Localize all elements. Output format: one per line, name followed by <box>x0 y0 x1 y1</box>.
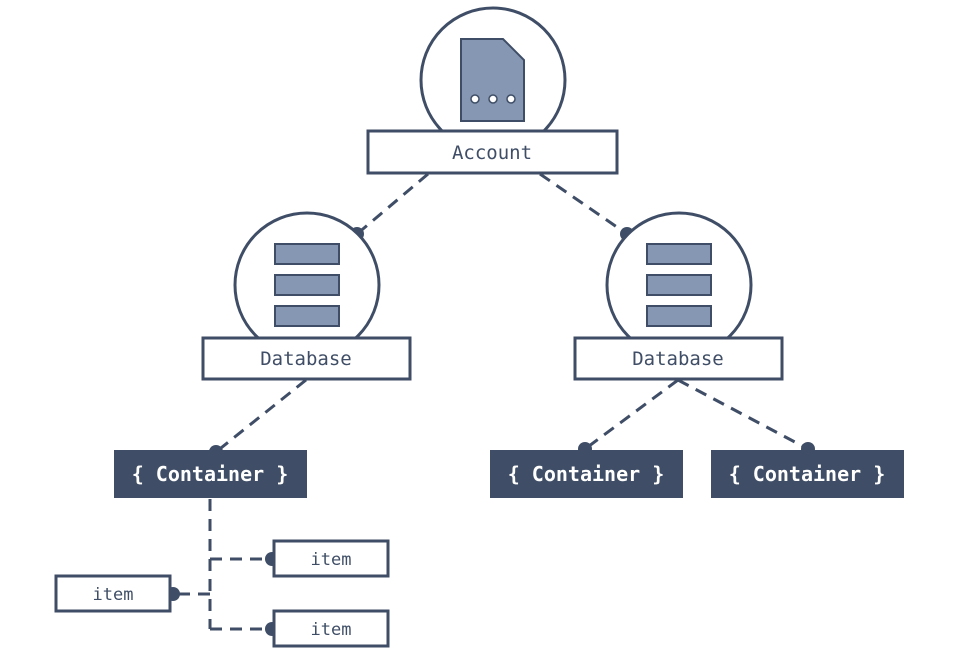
account-node[interactable]: Account <box>366 6 619 175</box>
database-node-1[interactable]: Database <box>201 211 412 381</box>
item-label: item <box>311 550 352 570</box>
document-icon <box>460 38 525 122</box>
account-label: Account <box>452 142 532 164</box>
item-box <box>54 574 172 613</box>
account-label-box <box>366 129 619 175</box>
item-label: item <box>93 585 134 605</box>
database-stack-icon <box>274 243 340 327</box>
container-box <box>711 450 904 498</box>
database-label-box <box>201 336 412 381</box>
item-node-3[interactable]: item <box>272 609 390 648</box>
container-node-2[interactable]: { Container } <box>490 450 683 498</box>
database-label: Database <box>632 348 724 370</box>
item-box <box>272 609 390 648</box>
database-stack-icon <box>646 243 712 327</box>
database-node-2[interactable]: Database <box>573 211 784 381</box>
connector-account-db1 <box>356 172 429 236</box>
container-node-3[interactable]: { Container } <box>711 450 904 498</box>
item-box <box>272 539 390 578</box>
connector-container1-items <box>173 499 272 631</box>
connectors <box>173 172 809 631</box>
connector-db2-container2 <box>584 378 679 451</box>
connector-db1-container1 <box>215 378 307 454</box>
container-label: { Container } <box>132 462 289 486</box>
database-label-box <box>573 336 784 381</box>
item-node-2[interactable]: item <box>54 574 172 613</box>
database-label: Database <box>260 348 352 370</box>
container-box <box>490 450 683 498</box>
item-node-1[interactable]: item <box>272 539 390 578</box>
item-label: item <box>311 620 352 640</box>
connector-db2-container3 <box>677 378 809 451</box>
container-box <box>114 450 307 498</box>
container-label: { Container } <box>729 462 886 486</box>
container-label: { Container } <box>508 462 665 486</box>
connector-account-db2 <box>539 172 628 236</box>
container-node-1[interactable]: { Container } <box>114 450 307 498</box>
